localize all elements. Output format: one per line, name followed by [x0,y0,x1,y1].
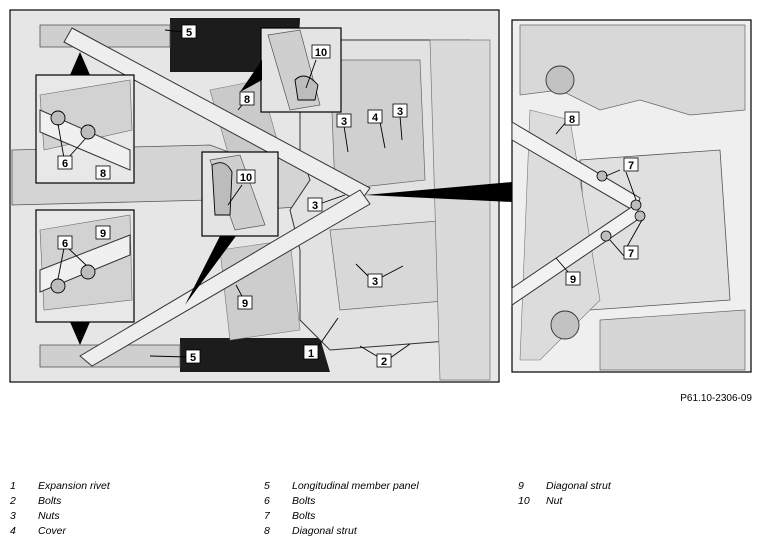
legend-number: 4 [10,525,16,537]
legend-number: 10 [518,495,530,507]
callout-9-right: 9 [565,271,581,286]
callout-3-left: 3 [336,113,352,128]
legend-text: Diagonal strut [546,480,611,492]
legend-text: Expansion rivet [38,480,110,492]
callout-9-inset: 9 [95,225,111,240]
callout-label: 6 [62,238,68,250]
callout-7-lower: 7 [623,245,639,260]
callout-5-bottom: 5 [185,349,201,364]
callout-8-inset: 8 [95,165,111,180]
right-leaders [555,121,643,273]
diagonal-strut-lower [79,189,371,367]
callout-8-right: 8 [564,111,580,126]
legend-text: Diagonal strut [292,525,357,537]
callout-label: 2 [381,356,387,368]
legend-text: Bolts [292,510,316,522]
callout-10-middle: 10 [236,169,256,184]
callout-label: 6 [62,158,68,170]
callout-label: 8 [244,94,250,106]
callout-2: 2 [376,353,392,368]
legend-number: 1 [10,480,16,492]
callout-label: 9 [242,298,248,310]
inset-bolts-upper [35,52,135,184]
legend-text: Longitudinal member panel [292,480,419,492]
callout-4: 4 [367,109,383,124]
callout-label: 7 [628,160,634,172]
callout-6-lower: 6 [57,235,73,250]
callout-7-upper: 7 [623,157,639,172]
right-panel [511,19,752,373]
callout-label: 4 [372,112,379,124]
callout-label: 8 [100,168,106,180]
inset-nut-middle [185,151,279,305]
callout-3-lower: 3 [367,273,383,288]
legend-text: Nut [546,495,563,507]
legend-text: Bolts [292,495,316,507]
callout-label: 3 [312,200,318,212]
legend: 1 Expansion rivet 2 Bolts 3 Nuts 4 Cover… [0,480,762,545]
callout-10-upper: 10 [311,44,331,59]
legend-text: Bolts [38,495,62,507]
legend-number: 5 [264,480,270,492]
callout-label: 5 [190,352,196,364]
callout-5-top: 5 [181,24,197,39]
callout-3-right: 3 [392,103,408,118]
legend-number: 7 [264,510,270,522]
callout-label: 9 [100,228,106,240]
legend-text: Cover [38,525,67,537]
callout-label: 3 [397,106,403,118]
callout-label: 9 [570,274,576,286]
callout-label: 10 [315,47,327,59]
callout-label: 5 [186,27,192,39]
callout-1: 1 [303,344,319,360]
legend-number: 9 [518,480,524,492]
legend-number: 3 [10,510,16,522]
callout-label: 1 [308,348,314,360]
tire-bottom [180,338,330,372]
callout-label: 3 [372,276,378,288]
legend-number: 8 [264,525,270,537]
callout-8-main: 8 [239,91,255,106]
legend-number: 2 [10,495,16,507]
callout-label: 10 [240,172,252,184]
callout-label: 8 [569,114,575,126]
legend-text: Nuts [38,510,60,522]
figure-reference: P61.10-2306-09 [680,393,752,404]
callout-6-upper: 6 [57,155,73,170]
callout-9-main: 9 [237,295,253,310]
inset-nut-upper [240,27,342,113]
callout-3-middle: 3 [307,197,323,212]
legend-number: 6 [264,495,270,507]
callout-label: 3 [341,116,347,128]
callout-label: 7 [628,248,634,260]
